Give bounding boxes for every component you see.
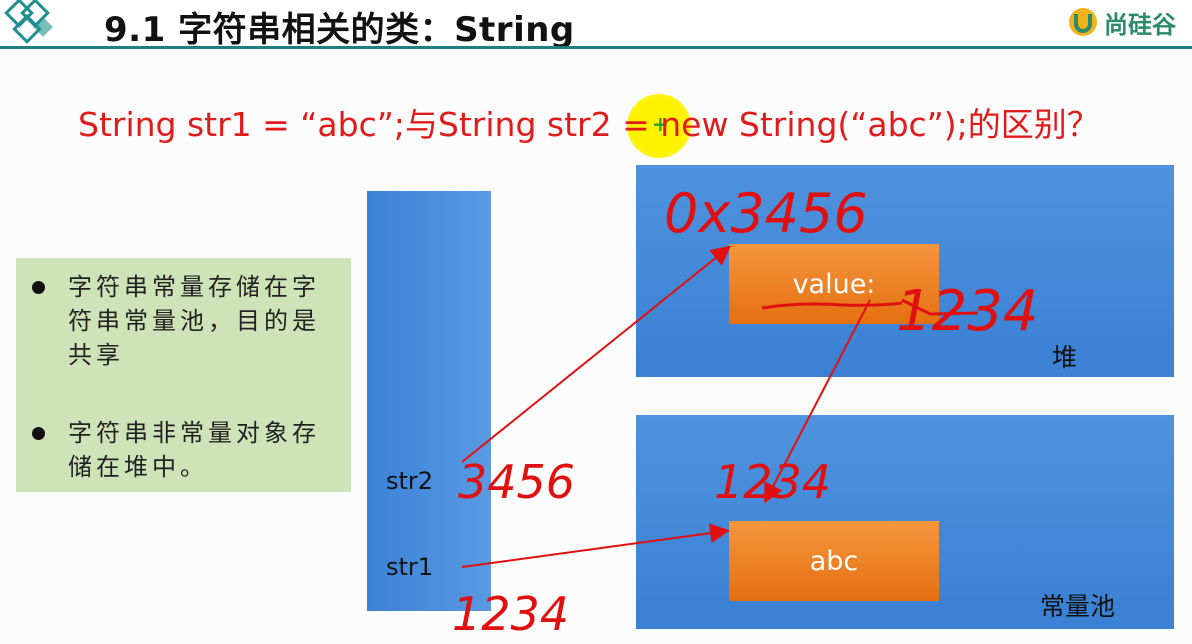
pointer-highlight-icon — [627, 94, 691, 158]
diamond-logo-icon — [4, 0, 53, 44]
bullet-icon — [32, 281, 45, 294]
notes-box: 字符串常量存储在字符串常量池，目的是共享 字符串非常量对象存储在堆中。 — [16, 258, 351, 492]
question-text: String str1 = “abc”;与String str2 = new S… — [78, 105, 1100, 144]
heap-area-label: 堆 — [1052, 343, 1078, 372]
slide-header: 9.1 字符串相关的类：String 尚硅谷 — [0, 0, 1192, 52]
heap-value-label: value: — [792, 268, 876, 300]
pool-value-label: abc — [809, 545, 859, 577]
var-label-str1: str1 — [386, 553, 434, 581]
slide-title: 9.1 字符串相关的类：String — [104, 10, 575, 50]
pool-value-box: abc — [729, 521, 939, 601]
note-text: 字符串常量存储在字符串常量池，目的是共享 — [68, 273, 320, 369]
stack-column — [367, 191, 491, 611]
pointer-plus-icon: + — [652, 112, 669, 136]
note-item: 字符串非常量对象存储在堆中。 — [30, 416, 335, 484]
note-item: 字符串常量存储在字符串常量池，目的是共享 — [30, 270, 335, 372]
brand-u-icon — [1069, 8, 1097, 36]
header-divider — [0, 46, 1192, 49]
bullet-icon — [32, 427, 45, 440]
heap-value-box: value: — [729, 244, 939, 324]
brand-logo: 尚硅谷 — [1068, 6, 1176, 39]
brand-name: 尚硅谷 — [1104, 10, 1176, 39]
note-text: 字符串非常量对象存储在堆中。 — [68, 419, 320, 481]
pool-area-label: 常量池 — [1040, 592, 1116, 621]
var-label-str2: str2 — [386, 467, 434, 495]
